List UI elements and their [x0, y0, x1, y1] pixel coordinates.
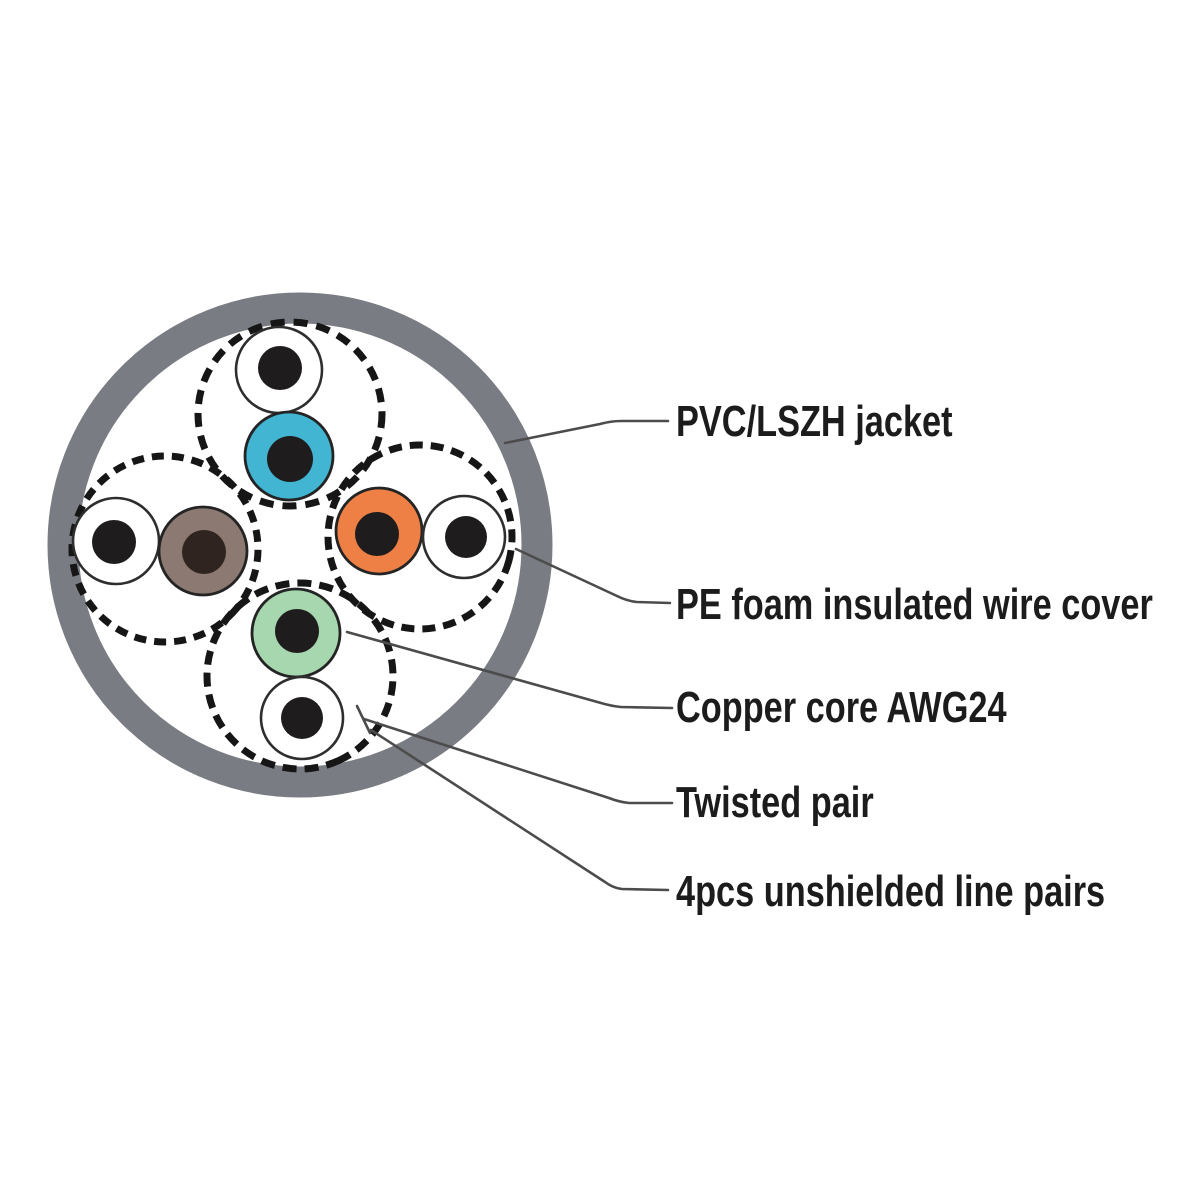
label-4pcs-pairs-text: 4pcs unshielded line pairs	[676, 867, 1106, 916]
label-twisted-pair-text: Twisted pair	[676, 778, 874, 827]
pair-boundary-dashed-circle	[203, 579, 397, 773]
pair-boundary-dashed-circle	[68, 452, 262, 646]
label-copper-core-text: Copper core AWG24	[676, 683, 1007, 732]
copper-core	[267, 436, 313, 482]
label-pvc-jacket: PVC/LSZH jacket	[676, 397, 1031, 447]
pair-boundary-dashed-circle	[324, 441, 516, 633]
leader-line-twisted-pair	[362, 717, 674, 805]
copper-core	[281, 697, 323, 739]
leader-tick-mark	[355, 704, 372, 735]
label-pe-foam: PE foam insulated wire cover	[676, 580, 1200, 630]
copper-core	[182, 530, 226, 574]
label-copper-core: Copper core AWG24	[676, 683, 1100, 733]
pvc-jacket-ring	[47, 292, 553, 798]
label-twisted-pair: Twisted pair	[676, 778, 929, 828]
twisted-pair-bottom	[203, 579, 397, 773]
leader-line-pvc-jacket	[503, 419, 670, 445]
leader-line-4pcs-pairs	[369, 728, 670, 892]
label-pvc-jacket-text: PVC/LSZH jacket	[676, 397, 953, 446]
twisted-pair-left	[68, 452, 262, 646]
copper-core	[92, 520, 136, 564]
label-4pcs-pairs: 4pcs unshielded line pairs	[676, 867, 1200, 917]
leader-lines	[345, 419, 674, 892]
copper-core	[445, 516, 487, 558]
leader-line-copper-core	[345, 630, 674, 710]
copper-core	[258, 346, 302, 390]
copper-core	[275, 609, 319, 653]
leader-line-pe-foam	[514, 547, 672, 605]
copper-core	[355, 512, 399, 556]
label-pe-foam-text: PE foam insulated wire cover	[676, 580, 1153, 629]
pair-boundary-dashed-circle	[194, 318, 386, 510]
twisted-pair-top	[194, 318, 386, 510]
twisted-pair-right	[324, 441, 516, 633]
